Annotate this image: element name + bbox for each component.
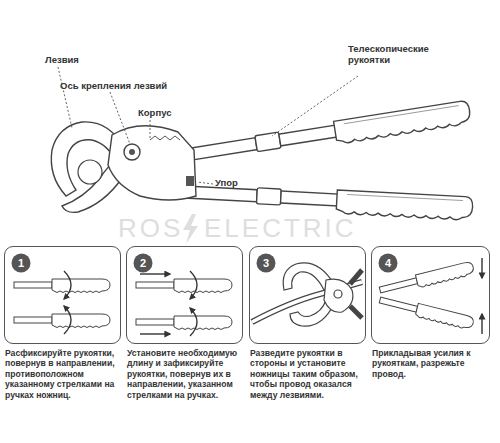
- rotate-arrow: [190, 308, 197, 336]
- step-instruction: Расфиксируйте рукоятки, повернув в напра…: [5, 348, 120, 400]
- press-arrow: [481, 314, 482, 334]
- slide-arrow: [140, 273, 170, 274]
- rotate-arrow: [190, 271, 197, 299]
- step-instruction: Разведите рукоятки в стороны и установит…: [250, 348, 365, 400]
- rotate-arrow: [64, 306, 71, 334]
- handle: [136, 316, 232, 330]
- pivot-center: [129, 149, 135, 155]
- press-arrow: [481, 258, 482, 278]
- handle: [350, 306, 362, 318]
- part-label: Телескопические рукоятки: [348, 44, 448, 66]
- slide-arrow: [140, 333, 170, 334]
- leader-line: [197, 182, 213, 184]
- part-label: Упор: [215, 178, 238, 189]
- step-number: 1: [11, 253, 31, 273]
- part-label: Корпус: [138, 108, 171, 119]
- badge-circle: [379, 254, 398, 273]
- cable-opening: [78, 160, 102, 184]
- stop: [186, 176, 194, 186]
- handle: [14, 314, 110, 328]
- leader-line: [150, 120, 151, 138]
- step-number-badge: 3: [256, 253, 276, 273]
- badge-circle: [12, 254, 31, 273]
- pivot: [334, 290, 342, 298]
- ratchet-teeth: [150, 136, 180, 140]
- rotate-arrow: [64, 271, 71, 299]
- part-label: Лезвия: [45, 55, 79, 66]
- step-number: 4: [378, 253, 398, 273]
- step-number-badge: 4: [378, 253, 398, 273]
- badge-circle: [257, 254, 276, 273]
- watermark: ROS: [118, 214, 183, 244]
- handle: [350, 270, 362, 284]
- step-instruction: Прикладывая усилия к рукояткам, разрежьт…: [372, 348, 489, 379]
- step-number-badge: 2: [133, 253, 153, 273]
- handle: [136, 279, 232, 293]
- step-number: 3: [256, 253, 276, 273]
- watermark-bolt: [183, 214, 198, 244]
- step-panel: Расфиксируйте рукоятки, повернув в напра…: [4, 246, 121, 344]
- leader-line: [110, 92, 130, 144]
- body: [324, 279, 353, 312]
- badge-circle: [134, 254, 153, 273]
- step-number: 2: [133, 253, 153, 273]
- body: [108, 126, 196, 200]
- handle: [14, 279, 110, 293]
- pivot: [124, 144, 140, 160]
- handle: [378, 294, 474, 330]
- upper-handle: [183, 100, 471, 168]
- leader-line: [58, 67, 72, 128]
- watermark: ELECTRIC: [204, 214, 357, 244]
- step-panel: Прикладывая усилия к рукояткам, разрежьт…: [371, 246, 490, 344]
- leader-lines: [58, 67, 358, 184]
- step-panel: Установите необходимую длину и зафиксиру…: [126, 246, 243, 344]
- step-instruction: Установите необходимую длину и зафиксиру…: [127, 348, 242, 400]
- step-number-badge: 1: [11, 253, 31, 273]
- step-panel: Разведите рукоятки в стороны и установит…: [249, 246, 366, 344]
- leader-line: [272, 76, 358, 136]
- part-label: Ось крепления лезвий: [60, 81, 167, 92]
